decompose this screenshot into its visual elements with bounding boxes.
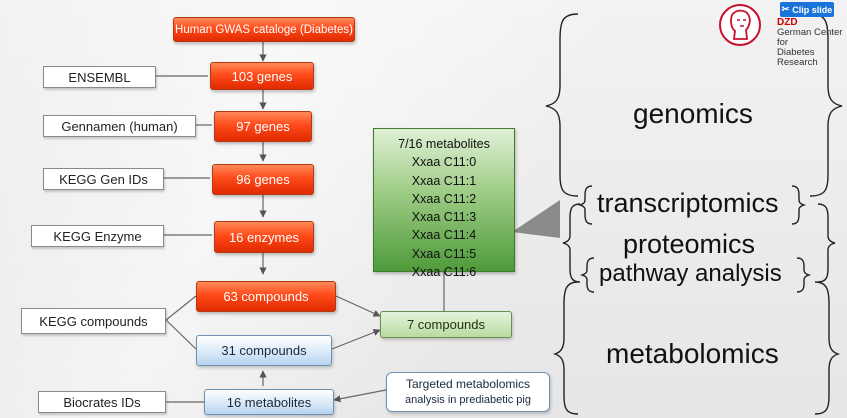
metabolites-title: 7/16 metabolites bbox=[398, 137, 490, 151]
label-pathway-analysis: pathway analysis bbox=[599, 260, 782, 287]
dzd-logo-icon bbox=[719, 4, 761, 46]
metabolite-item: Xxaa C11:4 bbox=[411, 228, 477, 243]
clip-icon: ✂ bbox=[781, 4, 790, 14]
targeted-line2: analysis in prediabetic pig bbox=[405, 394, 531, 406]
node-16-enzymes: 16 enzymes bbox=[214, 221, 314, 253]
metabolites-list-box: 7/16 metabolites Xxaa C11:0 Xxaa C11:1 X… bbox=[373, 128, 515, 279]
node-16-metabolites: 16 metabolites bbox=[204, 389, 334, 415]
source-kegg-enzyme: KEGG Enzyme bbox=[31, 225, 164, 247]
source-kegg-gen-ids: KEGG Gen IDs bbox=[43, 168, 164, 190]
label-genomics: genomics bbox=[633, 98, 753, 129]
node-31-compounds: 31 compounds bbox=[196, 335, 332, 366]
targeted-line1: Targeted metabolomics bbox=[405, 377, 531, 391]
source-ensembl: ENSEMBL bbox=[43, 66, 156, 88]
logo-abbr: DZD bbox=[777, 17, 798, 28]
label-metabolomics: metabolomics bbox=[606, 338, 779, 369]
clip-slide-label: Clip slide bbox=[792, 4, 833, 15]
label-transcriptomics: transcriptomics bbox=[597, 188, 779, 218]
source-gennamen: Gennamen (human) bbox=[43, 115, 196, 137]
source-kegg-compounds: KEGG compounds bbox=[21, 308, 166, 334]
node-97-genes: 97 genes bbox=[214, 111, 312, 142]
node-96-genes: 96 genes bbox=[212, 164, 314, 195]
source-biocrates-ids: Biocrates IDs bbox=[38, 391, 166, 413]
label-proteomics: proteomics bbox=[623, 229, 756, 259]
node-gwas-catalog: Human GWAS cataloge (Diabetes) bbox=[173, 17, 355, 42]
clip-slide-button[interactable]: ✂ Clip slide bbox=[780, 2, 834, 17]
node-targeted-metabolomics: Targeted metabolomics analysis in predia… bbox=[386, 372, 550, 412]
logo-line2: Diabetes Research bbox=[777, 47, 818, 68]
node-63-compounds: 63 compounds bbox=[196, 281, 336, 312]
node-7-compounds: 7 compounds bbox=[380, 311, 512, 338]
metabolite-item: Xxaa C11:0 bbox=[411, 155, 477, 170]
metabolite-item: Xxaa C11:1 bbox=[411, 173, 477, 188]
node-103-genes: 103 genes bbox=[210, 62, 314, 90]
dzd-logo-text: DZD German Center for Diabetes Research bbox=[777, 18, 847, 68]
metabolite-item: Xxaa C11:2 bbox=[411, 191, 477, 206]
metabolite-item: Xxaa C11:5 bbox=[411, 246, 477, 261]
metabolite-item: Xxaa C11:3 bbox=[411, 210, 477, 225]
metabolite-item: Xxaa C11:6 bbox=[411, 265, 477, 280]
logo-line1: German Center for bbox=[777, 27, 843, 48]
